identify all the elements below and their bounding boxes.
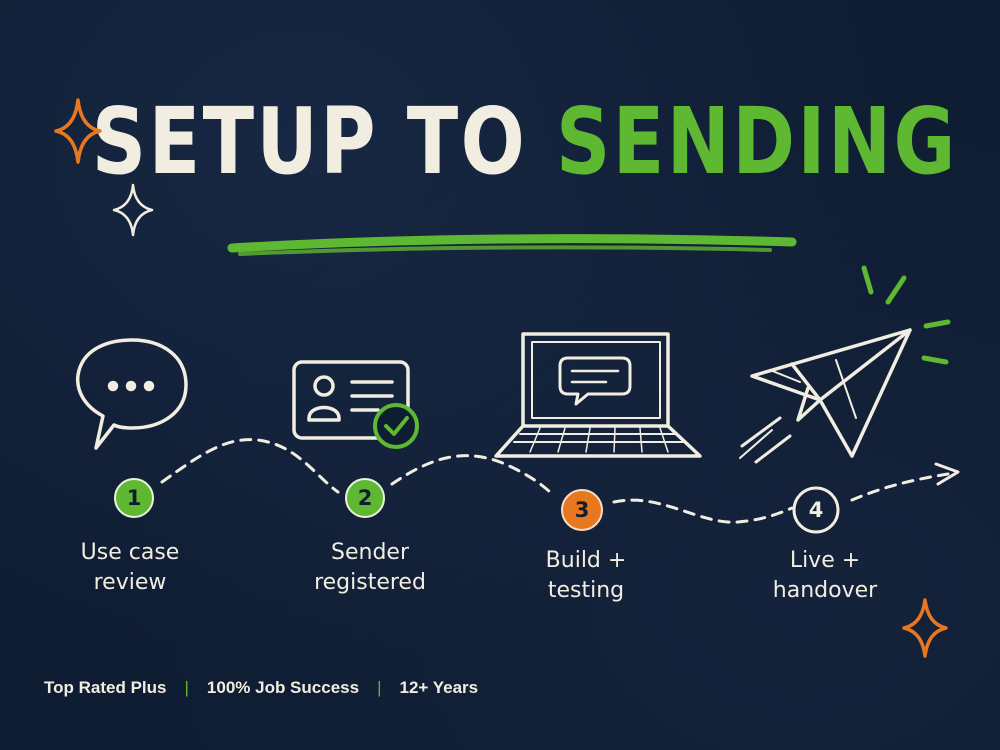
footer-separator: | bbox=[377, 678, 382, 697]
sparkle-orange-top-icon bbox=[54, 98, 102, 164]
step-3-label-line1: Build + bbox=[545, 548, 627, 573]
step-1-circle bbox=[114, 478, 154, 518]
footer-separator: | bbox=[184, 678, 189, 697]
motion-lines-icon bbox=[861, 265, 951, 365]
step-1-label: Use case review bbox=[30, 538, 230, 598]
step-4-label: Live + handover bbox=[725, 546, 925, 606]
title-underline bbox=[227, 234, 797, 256]
step-3-label-line2: testing bbox=[547, 578, 625, 603]
step-4-number: 4 bbox=[808, 498, 824, 522]
laptop-chat-icon bbox=[494, 332, 702, 458]
step-4-label-line2: handover bbox=[772, 578, 878, 603]
step-1-label-line2: review bbox=[93, 570, 167, 595]
step-3-label: Build + testing bbox=[486, 546, 686, 606]
id-card-check-icon bbox=[292, 360, 410, 440]
paper-plane-icon bbox=[739, 328, 912, 464]
step-3-number: 3 bbox=[574, 498, 590, 522]
step-2-label-line2: registered bbox=[314, 570, 426, 595]
step-1-number: 1 bbox=[126, 486, 142, 510]
step-1-label-line1: Use case bbox=[80, 540, 180, 565]
title-part-sending: SENDING bbox=[555, 88, 958, 195]
credentials-footer: Top Rated Plus | 100% Job Success | 12+ … bbox=[44, 678, 478, 698]
progress-path bbox=[160, 438, 950, 524]
step-4-circle bbox=[792, 486, 840, 534]
step-2-circle bbox=[345, 478, 385, 518]
step-2-label-line1: Sender bbox=[331, 540, 409, 565]
footer-top-rated: Top Rated Plus bbox=[44, 678, 167, 697]
sparkle-orange-bottom-icon bbox=[902, 598, 948, 658]
step-2-number: 2 bbox=[357, 486, 373, 510]
step-4-label-line1: Live + bbox=[789, 548, 861, 573]
sparkle-white-icon bbox=[112, 183, 154, 237]
speech-bubble-icon bbox=[75, 338, 188, 450]
path-arrowhead-icon bbox=[934, 462, 960, 486]
title-part-setup: SETUP TO bbox=[91, 88, 528, 195]
page-title: SETUP TO SENDING bbox=[92, 96, 956, 188]
check-badge-icon bbox=[373, 403, 419, 449]
step-3-circle bbox=[561, 489, 603, 531]
step-2-label: Sender registered bbox=[270, 538, 470, 598]
footer-years: 12+ Years bbox=[399, 678, 479, 697]
footer-job-success: 100% Job Success bbox=[206, 678, 360, 697]
